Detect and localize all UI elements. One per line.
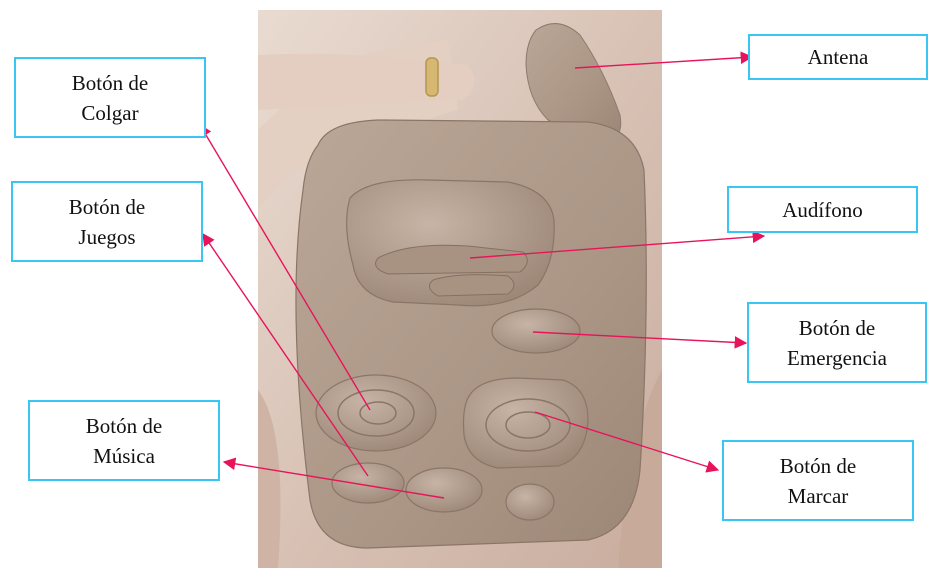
label-boton-emergencia: Botón de Emergencia xyxy=(747,302,927,383)
label-boton-marcar: Botón de Marcar xyxy=(722,440,914,521)
label-antena: Antena xyxy=(748,34,928,80)
label-boton-musica: Botón de Música xyxy=(28,400,220,481)
label-boton-emergencia-text: Botón de Emergencia xyxy=(787,313,887,373)
label-antena-text: Antena xyxy=(808,42,869,72)
clay-phone-photo xyxy=(258,10,662,568)
label-boton-juegos-text: Botón de Juegos xyxy=(69,192,145,252)
label-audifono-text: Audífono xyxy=(782,195,863,225)
label-boton-juegos: Botón de Juegos xyxy=(11,181,203,262)
label-boton-marcar-text: Botón de Marcar xyxy=(780,451,856,511)
label-boton-musica-text: Botón de Música xyxy=(86,411,162,471)
label-boton-colgar: Botón de Colgar xyxy=(14,57,206,138)
label-audifono: Audífono xyxy=(727,186,918,233)
label-boton-colgar-text: Botón de Colgar xyxy=(72,68,148,128)
